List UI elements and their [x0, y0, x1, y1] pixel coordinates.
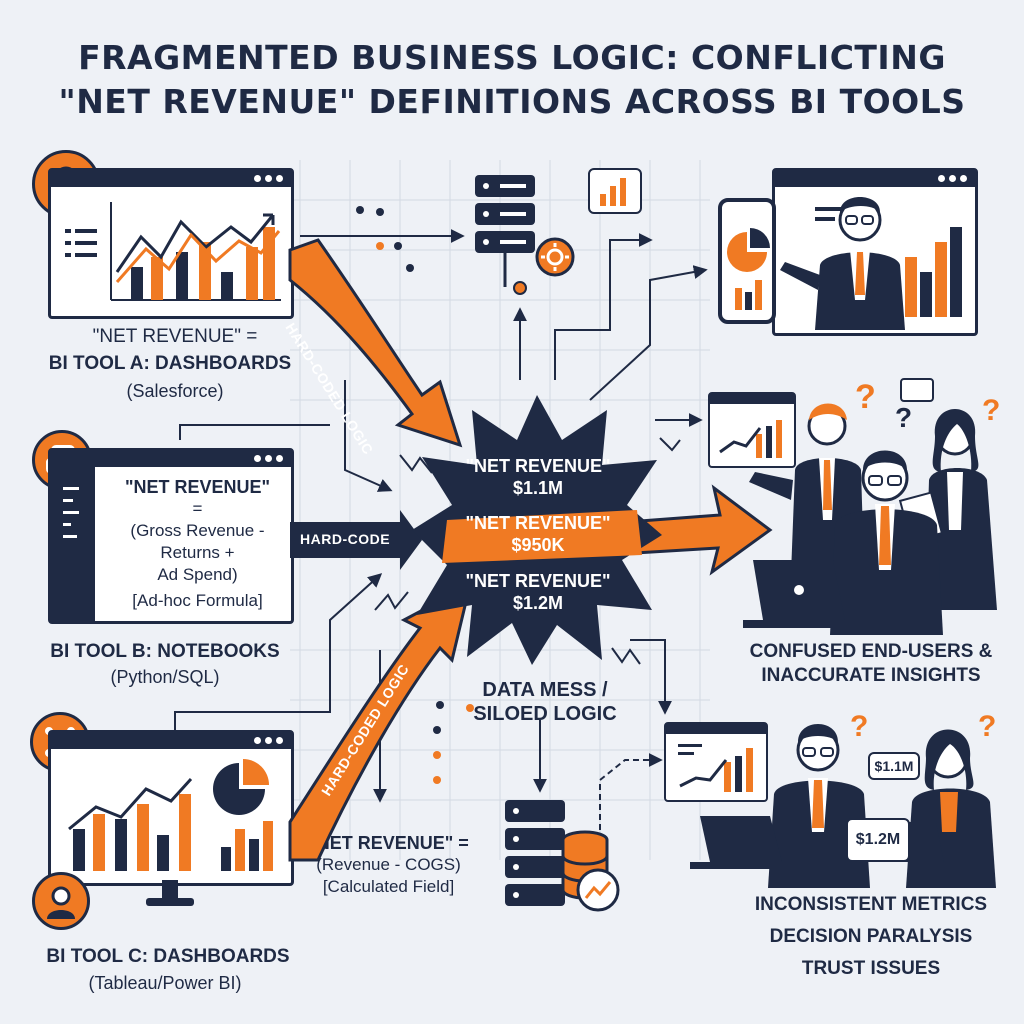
presenter-figure: [718, 197, 905, 330]
value-bubble-1: $1.1M: [868, 752, 920, 780]
trend-chart-window: [664, 722, 768, 802]
title-line-2: "NET REVENUE" DEFINITIONS ACROSS BI TOOL…: [58, 82, 966, 121]
tool-a-window: [48, 168, 294, 319]
user-icon: [47, 886, 75, 919]
tool-b-formula-l2: Returns +: [160, 543, 235, 562]
user-avatar-c: [32, 872, 90, 930]
tool-c-formula-tag: [Calculated Field]: [322, 877, 455, 896]
burst-value-2-amount: $950K: [511, 535, 565, 555]
tool-c-formula: "NET REVENUE" = (Revenue - COGS) [Calcul…: [296, 832, 481, 898]
confused-users-group: [743, 403, 997, 635]
burst-value-2: "NET REVENUE" $950K: [418, 512, 658, 556]
tool-b-formula-l1: (Gross Revenue -: [130, 521, 265, 540]
value-bubble-2: $1.2M: [846, 818, 910, 862]
tool-a-source: (Salesforce): [126, 381, 224, 401]
bar-chart-icon: [600, 178, 626, 206]
worried-users-group: [690, 724, 996, 888]
tool-b-formula-head: "NET REVENUE": [124, 477, 271, 497]
server-icon-top: [475, 175, 575, 287]
code-gutter: [51, 467, 95, 621]
tool-b-formula-l3: Ad Spend): [157, 565, 238, 584]
data-mess-line-2: SILOED LOGIC: [473, 703, 617, 725]
database-icon: [505, 800, 620, 912]
burst-value-1-amount: $1.1M: [512, 478, 564, 498]
question-mark-icon: ?: [978, 710, 997, 743]
tool-b-name: BI TOOL B: NOTEBOOKS: [50, 641, 280, 662]
confused-label: CONFUSED END-USERS & INACCURATE INSIGHTS: [718, 640, 1024, 688]
tool-c-name: BI TOOL C: DASHBOARDS: [46, 946, 290, 967]
confused-line-2: INACCURATE INSIGHTS: [761, 665, 981, 686]
top-arrow: [288, 238, 463, 448]
monitor-stand: [146, 880, 194, 906]
title-line-1: FRAGMENTED BUSINESS LOGIC: CONFLICTING: [78, 38, 946, 77]
presentation-chart: [815, 207, 962, 317]
tool-c-chart: [68, 759, 273, 871]
tool-a-name: BI TOOL A: DASHBOARDS: [48, 353, 292, 374]
consequence-line-1: INCONSISTENT METRICS: [754, 894, 988, 915]
confused-line-1: CONFUSED END-USERS &: [749, 641, 993, 662]
tool-b-source: (Python/SQL): [110, 667, 220, 687]
burst-value-1-label: "NET REVENUE": [465, 456, 611, 476]
data-mess-line-1: DATA MESS /: [482, 679, 608, 701]
burst-value-1: "NET REVENUE" $1.1M: [418, 455, 658, 499]
consequence-line-3: TRUST ISSUES: [801, 958, 941, 979]
burst-value-3-label: "NET REVENUE": [465, 571, 611, 591]
data-mess-label: DATA MESS / SILOED LOGIC: [440, 678, 650, 726]
tool-c-monitor: [48, 730, 294, 886]
burst-value-2-label: "NET REVENUE": [465, 513, 611, 533]
confused-chart-window: [708, 392, 796, 468]
tool-b-formula-eq: =: [192, 499, 203, 518]
consequence-line-2: DECISION PARALYSIS: [769, 926, 973, 947]
tool-c-formula-l1: (Revenue - COGS): [316, 855, 461, 874]
conflict-burst: [412, 395, 662, 665]
consequences-label: INCONSISTENT METRICS DECISION PARALYSIS …: [718, 893, 1024, 981]
trend-chart: [678, 744, 753, 792]
question-mark-icon: ?: [855, 378, 876, 416]
chat-bubble-icon: [900, 378, 934, 402]
question-mark-icon: ?: [850, 710, 869, 743]
burst-value-3: "NET REVENUE" $1.2M: [418, 570, 658, 614]
tool-c-source: (Tableau/Power BI): [88, 973, 242, 993]
mini-chart: [719, 420, 782, 458]
tool-a-line-chart: [65, 202, 281, 301]
tool-b-formula-box: "NET REVENUE" = (Gross Revenue - Returns…: [110, 470, 285, 610]
tool-a-formula-head: "NET REVENUE" =: [92, 326, 258, 347]
tool-b-window: [48, 448, 294, 624]
question-mark-icon: ?: [982, 394, 1001, 427]
tool-b-formula-tag: [Ad-hoc Formula]: [132, 591, 263, 610]
middle-arrow: [290, 510, 422, 570]
question-mark-icon: ?: [895, 402, 913, 433]
arrow-label-middle: HARD-CODE: [300, 531, 391, 547]
page-title: FRAGMENTED BUSINESS LOGIC: CONFLICTING "…: [0, 36, 1024, 124]
tool-c-formula-head: "NET REVENUE" =: [308, 833, 469, 853]
burst-value-3-amount: $1.2M: [512, 593, 564, 613]
chat-chart-bubble: [588, 168, 642, 214]
